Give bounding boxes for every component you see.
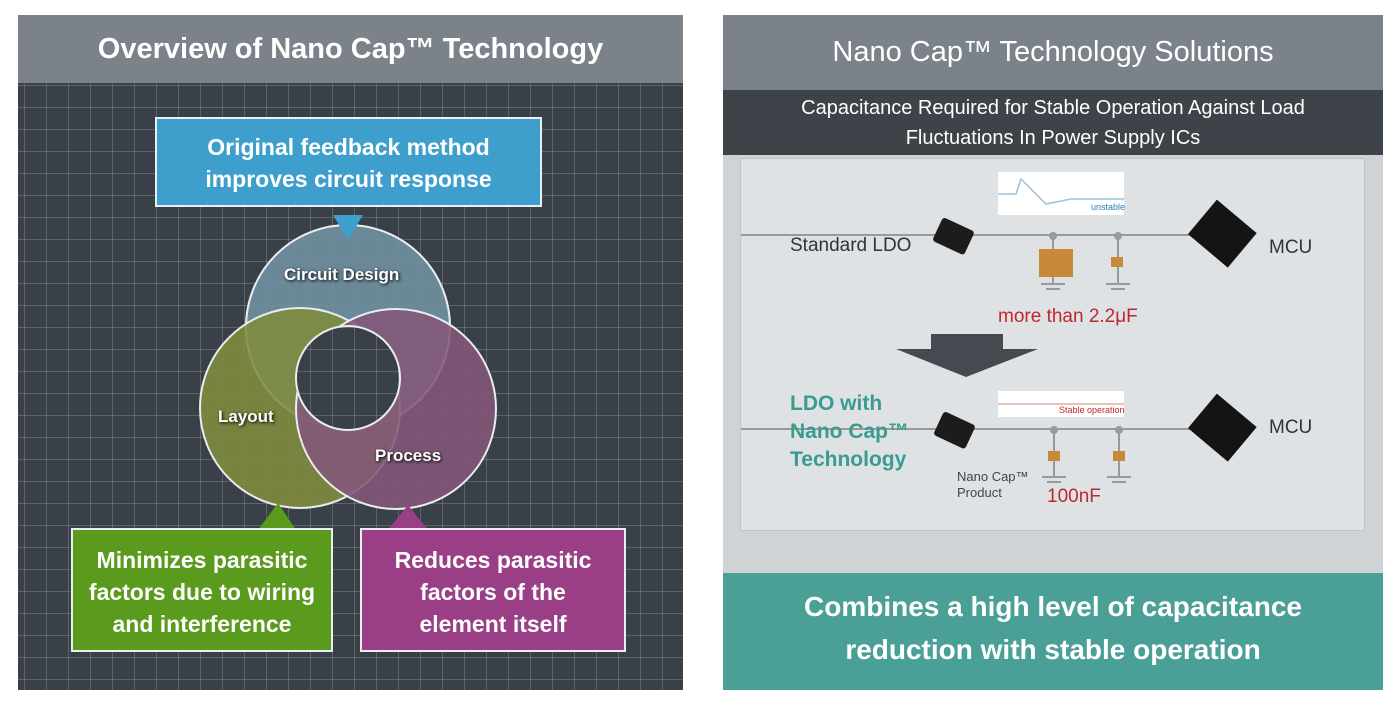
- mcu-chip-icon: [1187, 199, 1257, 268]
- ldo-chip-icon: [933, 218, 974, 255]
- callout-line: improves circuit response: [205, 166, 492, 192]
- small-capacitor-icon: [1113, 451, 1125, 461]
- top-callout-pointer: [333, 215, 363, 240]
- callout-line: element itself: [419, 611, 567, 637]
- small-capacitor-icon: [1111, 257, 1123, 267]
- nano-cap-product-label: Nano Cap™ Product: [957, 469, 1029, 501]
- circuit-design-label: Circuit Design: [284, 265, 400, 284]
- summary-line: Combines a high level of capacitance: [804, 591, 1302, 622]
- callout-line: factors of the: [420, 579, 566, 605]
- overview-title: Overview of Nano Cap™ Technology: [18, 15, 683, 83]
- purple-callout-pointer: [388, 505, 428, 530]
- unstable-waveform: [998, 172, 1124, 215]
- label-line: Product: [957, 485, 1002, 500]
- down-arrow-icon: [896, 334, 1038, 377]
- summary-banner: Combines a high level of capacitance red…: [723, 573, 1383, 690]
- nano-cap-solutions-panel: Nano Cap™ Technology Solutions Capacitan…: [723, 15, 1383, 690]
- mcu-label: MCU: [1269, 237, 1313, 258]
- subtitle-line: Capacitance Required for Stable Operatio…: [801, 97, 1305, 119]
- standard-ldo-label: Standard LDO: [790, 235, 912, 256]
- nano-ldo-label: LDO with Nano Cap™ Technology: [790, 390, 909, 474]
- nano-cap-chip-icon: [934, 412, 975, 449]
- subtitle-line: Fluctuations In Power Supply ICs: [905, 127, 1201, 149]
- stable-label: Stable operation: [1059, 405, 1125, 415]
- callout-line: Reduces parasitic: [394, 547, 592, 573]
- callout-line: and interference: [112, 611, 292, 637]
- subtitle: Capacitance Required for Stable Operatio…: [723, 93, 1383, 153]
- standard-cap-value: more than 2.2μF: [998, 306, 1138, 327]
- layout-label: Layout: [218, 407, 274, 426]
- green-callout-pointer: [258, 503, 296, 530]
- callout-line: Minimizes parasitic: [96, 547, 308, 573]
- process-label: Process: [375, 446, 442, 465]
- circuit-graphics: [741, 172, 1257, 483]
- nano-cap-value: 100nF: [1047, 486, 1101, 507]
- label-line: Nano Cap™: [790, 420, 910, 443]
- label-line: LDO with: [790, 392, 883, 415]
- small-capacitor-icon: [1048, 451, 1060, 461]
- green-callout: Minimizes parasitic factors due to wirin…: [71, 528, 333, 652]
- label-line: Technology: [790, 448, 907, 471]
- label-line: Nano Cap™: [957, 469, 1029, 484]
- mcu-label: MCU: [1269, 417, 1313, 438]
- mcu-chip-icon: [1187, 393, 1257, 462]
- solutions-title: Nano Cap™ Technology Solutions: [723, 15, 1383, 90]
- callout-line: Original feedback method: [207, 134, 490, 160]
- top-callout: Original feedback method improves circui…: [155, 117, 542, 207]
- unstable-label: unstable: [1091, 202, 1126, 212]
- circuit-comparison: unstable Standard LDO MCU more than 2.2μ…: [740, 158, 1365, 531]
- process-ring: [295, 308, 497, 510]
- summary-line: reduction with stable operation: [845, 634, 1261, 665]
- rings-diagram: [199, 215, 497, 530]
- nano-cap-overview-panel: Overview of Nano Cap™ Technology Circuit…: [18, 15, 683, 690]
- large-capacitor-icon: [1039, 249, 1073, 277]
- callout-line: factors due to wiring: [88, 579, 316, 605]
- purple-callout: Reduces parasitic factors of the element…: [360, 528, 626, 652]
